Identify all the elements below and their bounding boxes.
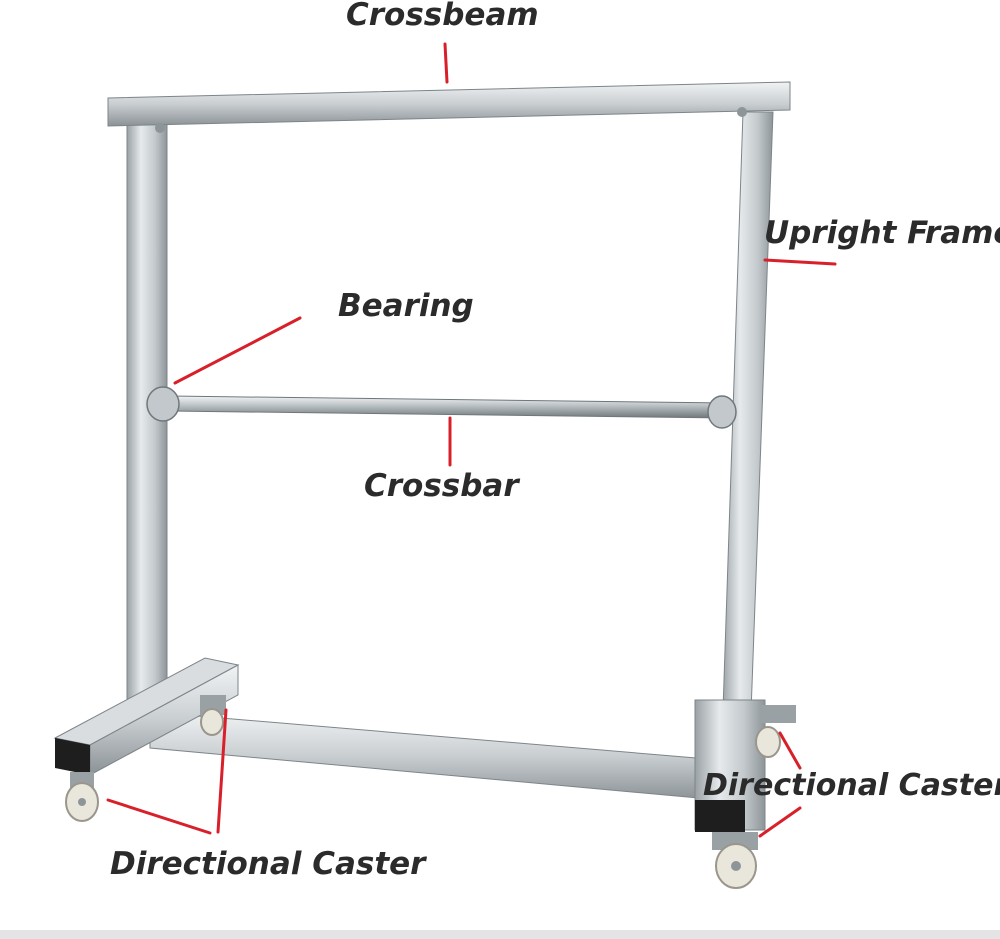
caster-right-front xyxy=(712,832,758,889)
crossbar-rod xyxy=(169,395,729,419)
leader-line-caster-left-front xyxy=(106,798,212,835)
label-directional-caster-left: Directional Caster xyxy=(110,846,426,882)
caster-left-front xyxy=(65,772,99,822)
label-crossbar: Crossbar xyxy=(364,468,519,504)
base-rail xyxy=(149,711,721,801)
crossbeam-bar xyxy=(107,81,791,127)
leader-line-caster-right-back xyxy=(778,731,802,770)
caster-left-back xyxy=(200,695,226,736)
bearing-right xyxy=(707,395,737,429)
bottom-gray-strip xyxy=(0,930,1000,939)
caster-right-back xyxy=(755,705,796,758)
label-directional-caster-right: Directional Caster xyxy=(703,768,1000,803)
crossbeam-bolt-right xyxy=(737,107,747,117)
right-foot-end-cap xyxy=(695,800,745,832)
label-bearing: Bearing xyxy=(338,288,474,324)
label-upright-frame: Upright Frame xyxy=(764,215,1000,251)
left-foot-end-cap xyxy=(55,738,90,775)
leader-line-bearing xyxy=(173,316,302,385)
bearing-left xyxy=(146,386,180,422)
label-crossbeam: Crossbeam xyxy=(346,0,539,33)
leader-line-caster-right-front xyxy=(758,806,802,838)
leader-line-upright-frame xyxy=(763,258,837,266)
leader-line-caster-left-back xyxy=(216,708,228,834)
leader-line-crossbeam xyxy=(443,42,449,84)
crossbeam-bolt-left xyxy=(155,123,165,133)
